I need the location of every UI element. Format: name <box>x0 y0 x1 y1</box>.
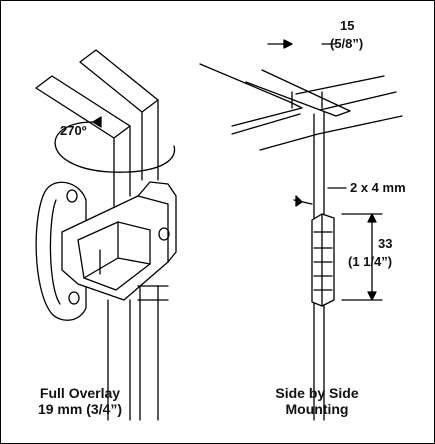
side-by-side-drawing <box>199 39 403 421</box>
hinge-arm <box>61 195 169 301</box>
rotation-label: 270º <box>60 123 87 138</box>
mounting-plate <box>35 181 87 321</box>
gap-in-label: (5/8”) <box>330 36 363 51</box>
height-mm-label: 33 <box>378 236 392 251</box>
full-overlay-caption-line2: 19 mm (3/4”) <box>37 401 123 417</box>
full-overlay-caption-line1: Full Overlay <box>39 385 121 401</box>
full-overlay-caption: Full Overlay 19 mm (3/4”) <box>20 385 140 417</box>
side-by-side-caption-line1: Side by Side <box>275 385 359 401</box>
side-by-side-caption-line2: Mounting <box>285 401 349 417</box>
side-by-side-caption: Side by Side Mounting <box>252 385 382 417</box>
full-overlay-drawing <box>35 49 177 421</box>
gap-mm-label: 15 <box>340 18 354 33</box>
rotation-arrow <box>54 121 176 173</box>
height-dimension <box>341 213 383 301</box>
hinge-knuckles <box>311 213 335 307</box>
hinge-gap-label: 2 x 4 mm <box>350 180 406 195</box>
top-panel-left <box>199 63 303 127</box>
height-in-label: (1 1/4”) <box>348 254 392 269</box>
